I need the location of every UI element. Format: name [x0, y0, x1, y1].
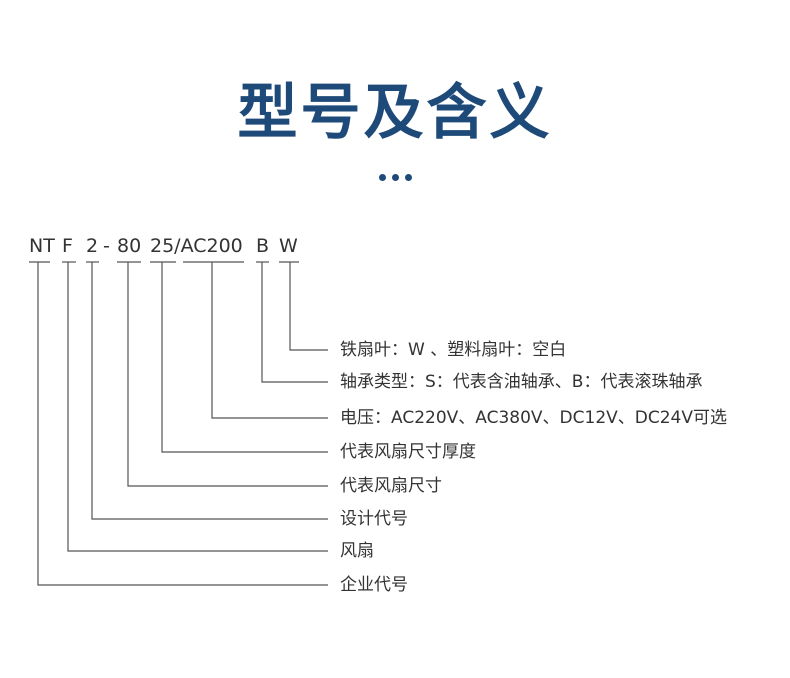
code-separator: -: [103, 235, 110, 257]
label-company-code: 企业代号: [340, 575, 408, 595]
code-bearing: B: [256, 235, 270, 257]
leader-size: [127, 262, 328, 487]
code-company: NT: [29, 235, 55, 257]
code-fan: F: [62, 235, 73, 257]
label-bearing-type: 轴承类型：S：代表含油轴承、B：代表滚珠轴承: [340, 372, 703, 392]
leader-company: [37, 262, 328, 586]
label-design-code: 设计代号: [340, 509, 408, 529]
label-blade-material: 铁扇叶：W 、塑料扇叶：空白: [340, 340, 567, 360]
label-voltage: 电压：AC220V、AC380V、DC12V、DC24V可选: [340, 408, 727, 428]
leader-fan: [67, 262, 328, 552]
leader-voltage: [211, 262, 328, 419]
dot-icon: [392, 174, 399, 181]
dot-icon: [405, 174, 412, 181]
code-size: 80: [117, 235, 142, 257]
code-design: 2: [86, 235, 99, 257]
dot-icon: [379, 174, 386, 181]
code-blade: W: [279, 235, 298, 257]
code-thickness-voltage: 25/AC200: [150, 235, 243, 257]
label-size: 代表风扇尺寸: [340, 476, 442, 496]
page-title: 型号及含义: [237, 78, 553, 148]
label-fan: 风扇: [340, 541, 374, 561]
label-thickness: 代表风扇尺寸厚度: [340, 442, 476, 462]
leader-thickness: [161, 262, 328, 453]
decorative-dots: [379, 174, 413, 182]
leader-blade: [289, 262, 328, 351]
leader-design: [91, 262, 328, 520]
leader-bearing: [261, 262, 328, 383]
